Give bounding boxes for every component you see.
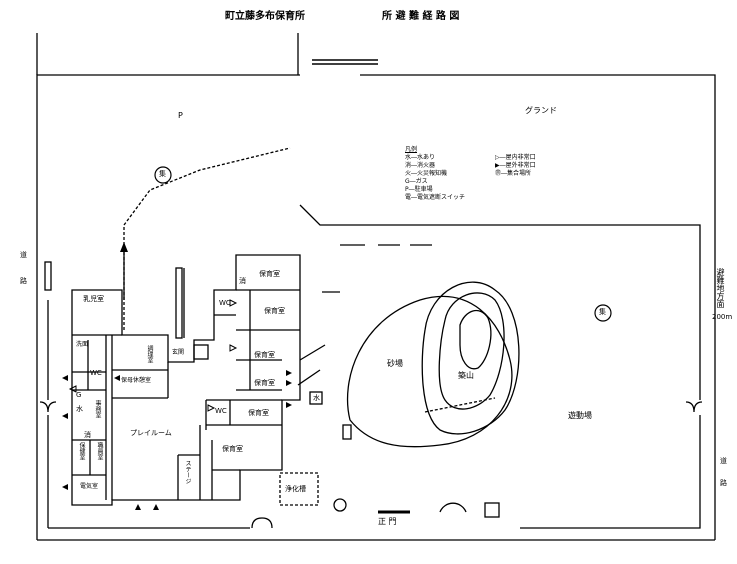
legend-item: G―ガス [405,178,428,185]
parking-label: P [178,111,183,120]
school-name: 町立藤多布保育所 [225,11,305,22]
water-tap-label: 水 [313,394,320,402]
road-right-bottom: 路 [720,479,727,487]
left-gate-post [44,261,52,291]
legend-item: P―駐車場 [405,186,433,193]
evacuation-direction: 避難地方面 [716,268,725,308]
inner-boundary-right-lower [520,415,701,529]
playground-label: 遊動場 [568,411,592,420]
road-left-bottom: 路 [20,277,27,285]
entrance-box [193,344,209,360]
legend-item: ▷―屋内非常口 [495,154,536,161]
room-office: 事務室 [94,400,101,418]
sandpit-label: 砂場 [387,359,403,368]
exit-triangles [62,370,292,510]
room-hoiku-3: 保育室 [254,351,275,359]
legend-item: ㊪―集合場所 [495,170,532,177]
legend-item: 電―電気遮断スイッチ [405,194,466,201]
distance-label: 200m [712,313,733,321]
legend-item: 火―火災報知機 [405,170,448,177]
room-playroom: プレイルーム [130,429,172,437]
room-wash: 洗面 [76,341,89,348]
assembly-symbol-1: 集 [159,170,166,178]
room-wc-2: WC [90,369,102,377]
right-gate [685,401,703,413]
room-nurse: 保健室 [78,442,85,460]
gate-label: 正 門 [378,517,397,526]
assembly-point-2 [594,304,612,322]
room-staff: 職員室 [96,442,103,460]
mountain-label: 築山 [458,371,474,380]
room-hoiku-4: 保育室 [254,379,275,387]
mountain-outer [421,281,520,435]
route-main [123,147,291,330]
legend-title: 凡例 [405,146,418,153]
map-title: 所 避 難 経 路 図 [382,11,460,22]
field-mark [299,344,326,361]
room-hoiku-1: 保育室 [259,270,280,278]
mountain-inner [459,309,492,370]
mountain-mid [438,292,505,410]
gas-label: G [76,391,82,399]
sandpit-outline [346,295,513,448]
water-label: 水 [76,405,83,413]
site-boundary-top-right [360,74,716,540]
inner-boundary-right [299,204,701,400]
legend-right: ▷―屋内非常口 ▶―屋外非常口 ㊪―集合場所 [495,154,536,178]
room-wc-3: WC [215,407,227,415]
room-entrance: 玄関 [172,349,185,356]
room-stage: ステージ [184,460,191,484]
bottom-gate [251,517,273,529]
assembly-symbol-2: 集 [599,308,606,316]
room-kitchen: 調理室 [146,345,153,363]
corridor-pillar [175,267,183,339]
fire-ext-label-2: 消 [84,431,91,439]
slide-line [424,397,496,413]
room-hoiku-2: 保育室 [264,307,285,315]
legend: 凡例 水―水あり 消―消火器 火―火災報知機 G―ガス P―駐車場 電―電気遮断… [405,146,465,202]
room-rest: 保母休憩室 [121,377,152,384]
legend-item: ▶―屋外非常口 [495,162,536,169]
legend-item: 水―水あり [405,154,436,161]
room-hoiku-6: 保育室 [222,445,243,453]
climbing-dome [439,502,467,513]
route-arrowhead [120,242,128,252]
assembly-point-1 [154,166,172,184]
room-infant: 乳児室 [83,295,104,303]
road-left-top: 道 [20,251,27,259]
field-mark [297,369,321,386]
swing-circle [333,498,347,512]
fire-ext-label: 消 [239,277,246,285]
septic-tank-label: 浄化槽 [285,485,306,493]
road-right-top: 道 [720,457,727,465]
sand-slide [342,424,352,440]
legend-item: 消―消火器 [405,162,436,169]
room-electric: 電気室 [80,483,99,490]
room-hoiku-5: 保育室 [248,409,269,417]
jungle-gym [484,502,500,518]
water-tap-box [309,391,323,405]
ground-label: グランド [525,106,557,115]
building-outline [71,254,301,506]
left-gate [39,401,57,413]
room-wc-1: WC [219,299,231,307]
